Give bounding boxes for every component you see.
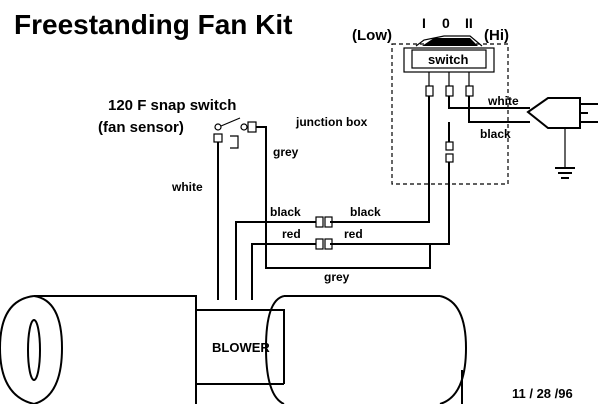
wire-black-left-label: black	[270, 205, 301, 219]
wire-connector-icon	[445, 141, 454, 163]
connector-black-icon	[315, 216, 333, 228]
wire-white-snap-label: white	[171, 180, 203, 194]
snap-switch-title: 120 F snap switch	[108, 97, 236, 114]
blower-housing-left	[0, 295, 197, 404]
ground-icon	[555, 167, 575, 179]
snap-switch-subtitle: (fan sensor)	[98, 119, 184, 136]
wire-black-blower	[235, 221, 316, 300]
switch-position-two: II	[465, 15, 473, 31]
power-plug-icon	[526, 97, 598, 129]
diagram-title: Freestanding Fan Kit	[14, 9, 292, 40]
wire-red-blower	[251, 243, 316, 300]
wire-red-right-label: red	[344, 227, 363, 241]
switch-hi-label: (Hi)	[484, 27, 509, 44]
snap-switch-icon	[213, 117, 257, 149]
switch-low-label: (Low)	[352, 27, 392, 44]
switch-terminal-icon	[425, 85, 474, 97]
diagram-date: 11 / 28 /96	[512, 386, 573, 401]
wire-white-plug-label: white	[487, 94, 519, 108]
wire-black-right-label: black	[350, 205, 381, 219]
switch-label: switch	[428, 52, 469, 67]
wire-black-plug	[468, 96, 530, 123]
switch-position-one: I	[422, 15, 426, 31]
wire-red-switch	[330, 162, 450, 245]
wire-white-plug	[448, 96, 530, 109]
wire-grey-snap-label: grey	[273, 145, 299, 159]
junction-box-label: junction box	[295, 115, 368, 129]
switch-position-zero: 0	[442, 15, 450, 31]
wire-grey-bottom-label: grey	[324, 270, 350, 284]
blower-housing-right	[264, 295, 468, 404]
wire-red-left-label: red	[282, 227, 301, 241]
junction-box-outline	[391, 43, 509, 185]
blower-label: BLOWER	[212, 340, 270, 355]
connector-red-icon	[315, 238, 333, 250]
wire-black-plug-label: black	[480, 127, 511, 141]
wire-grey-snap	[256, 126, 431, 269]
wire-black-switch	[330, 96, 430, 223]
